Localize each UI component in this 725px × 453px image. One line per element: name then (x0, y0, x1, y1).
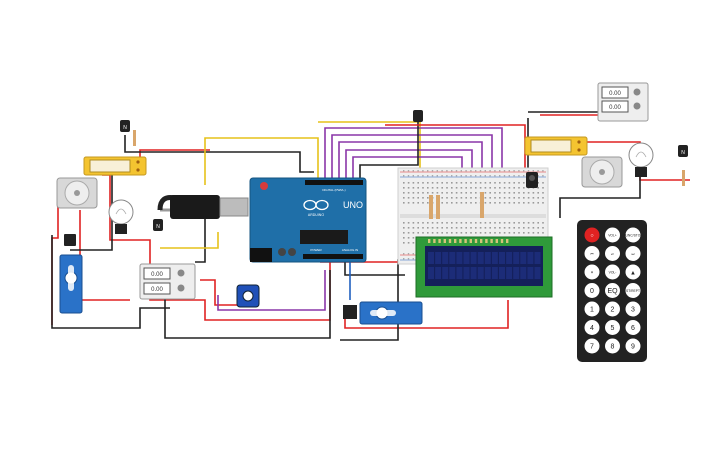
power-supply-left[interactable]: 0.00 0.00 (139, 263, 196, 300)
svg-text:5: 5 (611, 325, 615, 332)
svg-text:2: 2 (611, 306, 615, 313)
remote-button-7[interactable]: 7 (584, 338, 600, 354)
servo-icon[interactable] (59, 254, 83, 314)
transistor-icon[interactable] (413, 110, 423, 122)
arduino-digital-label: DIGITAL (PWM~) (322, 188, 345, 192)
remote-button-st-rept[interactable]: ST/REPT (625, 283, 641, 298)
svg-text:N: N (681, 150, 685, 156)
remote-button-8[interactable]: 8 (605, 338, 620, 354)
svg-text:9: 9 (631, 343, 635, 350)
wire-black-center[interactable] (344, 262, 405, 276)
dc-motor-icon[interactable] (56, 177, 98, 209)
remote-button-prev[interactable]: ⏮ (584, 246, 600, 261)
sensor-module[interactable] (236, 284, 260, 308)
svg-text:VOL-: VOL- (609, 270, 617, 274)
remote-button-func-stop[interactable]: FUNC/STOP (624, 227, 644, 243)
remote-button-3[interactable]: 3 (625, 301, 641, 317)
display-module-right[interactable] (524, 136, 588, 156)
remote-button-5[interactable]: 5 (605, 320, 620, 335)
wire-black-right-top[interactable] (359, 120, 419, 178)
servo-icon[interactable] (343, 301, 423, 325)
power-supply-right[interactable]: 0.00 0.00 (597, 82, 649, 122)
ir-receiver-icon[interactable] (526, 172, 538, 188)
svg-text:⏭: ⏭ (632, 252, 635, 256)
svg-text:8: 8 (611, 343, 615, 350)
remote-buttons: ⏻ VOL+ FUNC/STOP ⏮ ⏯ ⏭ ▼ VOL- ▲ 0 EQ ST/REPT 1 2 3 4 5 6 7… (584, 227, 644, 354)
svg-text:⏯: ⏯ (611, 252, 614, 256)
wire-black-bottom[interactable] (164, 270, 331, 339)
dc-motor-icon[interactable] (581, 156, 623, 188)
svg-text:⏮: ⏮ (591, 252, 594, 256)
wire-red-left-1[interactable] (102, 174, 331, 321)
wire-black-right-2[interactable] (528, 100, 601, 113)
svg-text:0: 0 (590, 288, 594, 295)
svg-text:VOL+: VOL+ (608, 233, 617, 237)
arduino-sub: ARDUINO (308, 213, 324, 217)
wire-black-left-2[interactable] (51, 235, 170, 329)
remote-button-up[interactable]: ▲ (625, 264, 641, 280)
ps-left-reading-2: 0.00 (151, 287, 163, 293)
transistor-icon[interactable]: N (153, 219, 163, 231)
wire-yellow-bottom[interactable] (160, 232, 219, 249)
arduino-analog-label: ANALOG IN (342, 248, 358, 252)
arduino-logo (303, 199, 329, 211)
arduino-brand: UNO (343, 200, 363, 210)
svg-text:⏻: ⏻ (591, 233, 594, 237)
wire-black-left-1[interactable] (124, 135, 314, 173)
resistors (133, 130, 685, 219)
ps-left-reading-1: 0.00 (151, 272, 163, 278)
arduino-uno-board[interactable]: UNO ARDUINO DIGITAL (PWM~) POWER ANALOG … (249, 177, 367, 263)
wire-red-ps[interactable] (200, 279, 240, 306)
transistor-icon[interactable]: N (120, 120, 130, 132)
wire-red-left-2[interactable] (51, 195, 59, 325)
remote-button-eq[interactable]: EQ (605, 283, 620, 298)
svg-text:▼: ▼ (590, 270, 593, 274)
remote-button-1[interactable]: 1 (584, 301, 600, 317)
arduino-power-label: POWER (310, 248, 322, 252)
svg-text:4: 4 (590, 325, 594, 332)
remote-button-down[interactable]: ▼ (584, 264, 600, 280)
svg-text:3: 3 (631, 306, 635, 313)
remote-button-next[interactable]: ⏭ (625, 246, 641, 261)
light-bulb-icon[interactable] (628, 142, 654, 177)
ps-right-reading-2: 0.00 (609, 105, 621, 111)
svg-text:N: N (123, 125, 127, 131)
wire-purple-bottom[interactable] (217, 270, 326, 311)
lcd-pins (428, 239, 509, 243)
wire-black-right-4[interactable] (559, 172, 641, 218)
transistor-icon[interactable] (64, 234, 76, 246)
svg-text:7: 7 (590, 343, 594, 350)
lcd-display[interactable] (415, 236, 553, 298)
wire-red-right-lcd[interactable] (344, 300, 509, 329)
wire-yellow-top[interactable] (204, 137, 319, 185)
remote-button-6[interactable]: 6 (625, 320, 641, 335)
remote-button-2[interactable]: 2 (605, 301, 620, 317)
display-module-left[interactable] (83, 156, 147, 176)
transistor-icon[interactable]: N (678, 145, 688, 157)
svg-text:EQ: EQ (607, 288, 618, 295)
remote-button-vol-[interactable]: VOL+ (605, 227, 620, 243)
remote-button-play[interactable]: ⏯ (605, 246, 620, 261)
remote-button-4[interactable]: 4 (584, 320, 600, 335)
svg-text:▲: ▲ (630, 270, 636, 276)
wire-black-ps-left[interactable] (195, 200, 206, 263)
usb-connector-icon[interactable] (157, 195, 249, 219)
ps-right-reading-1: 0.00 (609, 91, 621, 97)
remote-button-power[interactable]: ⏻ (584, 227, 600, 243)
svg-text:FUNC/STOP: FUNC/STOP (624, 233, 644, 237)
svg-text:6: 6 (631, 325, 635, 332)
svg-text:N: N (156, 224, 160, 230)
light-bulb-icon[interactable] (108, 199, 134, 234)
svg-text:1: 1 (590, 306, 594, 313)
wire-red-right-top[interactable] (385, 124, 526, 170)
remote-button-9[interactable]: 9 (625, 338, 641, 354)
lcd-cells (428, 252, 541, 279)
remote-button-0[interactable]: 0 (584, 283, 600, 298)
remote-button-vol-[interactable]: VOL- (605, 264, 620, 280)
svg-text:ST/REPT: ST/REPT (626, 289, 640, 293)
ir-remote[interactable]: ⏻ VOL+ FUNC/STOP ⏮ ⏯ ⏭ ▼ VOL- ▲ 0 EQ ST/REPT 1 2 3 4 5 6 7… (577, 220, 647, 362)
